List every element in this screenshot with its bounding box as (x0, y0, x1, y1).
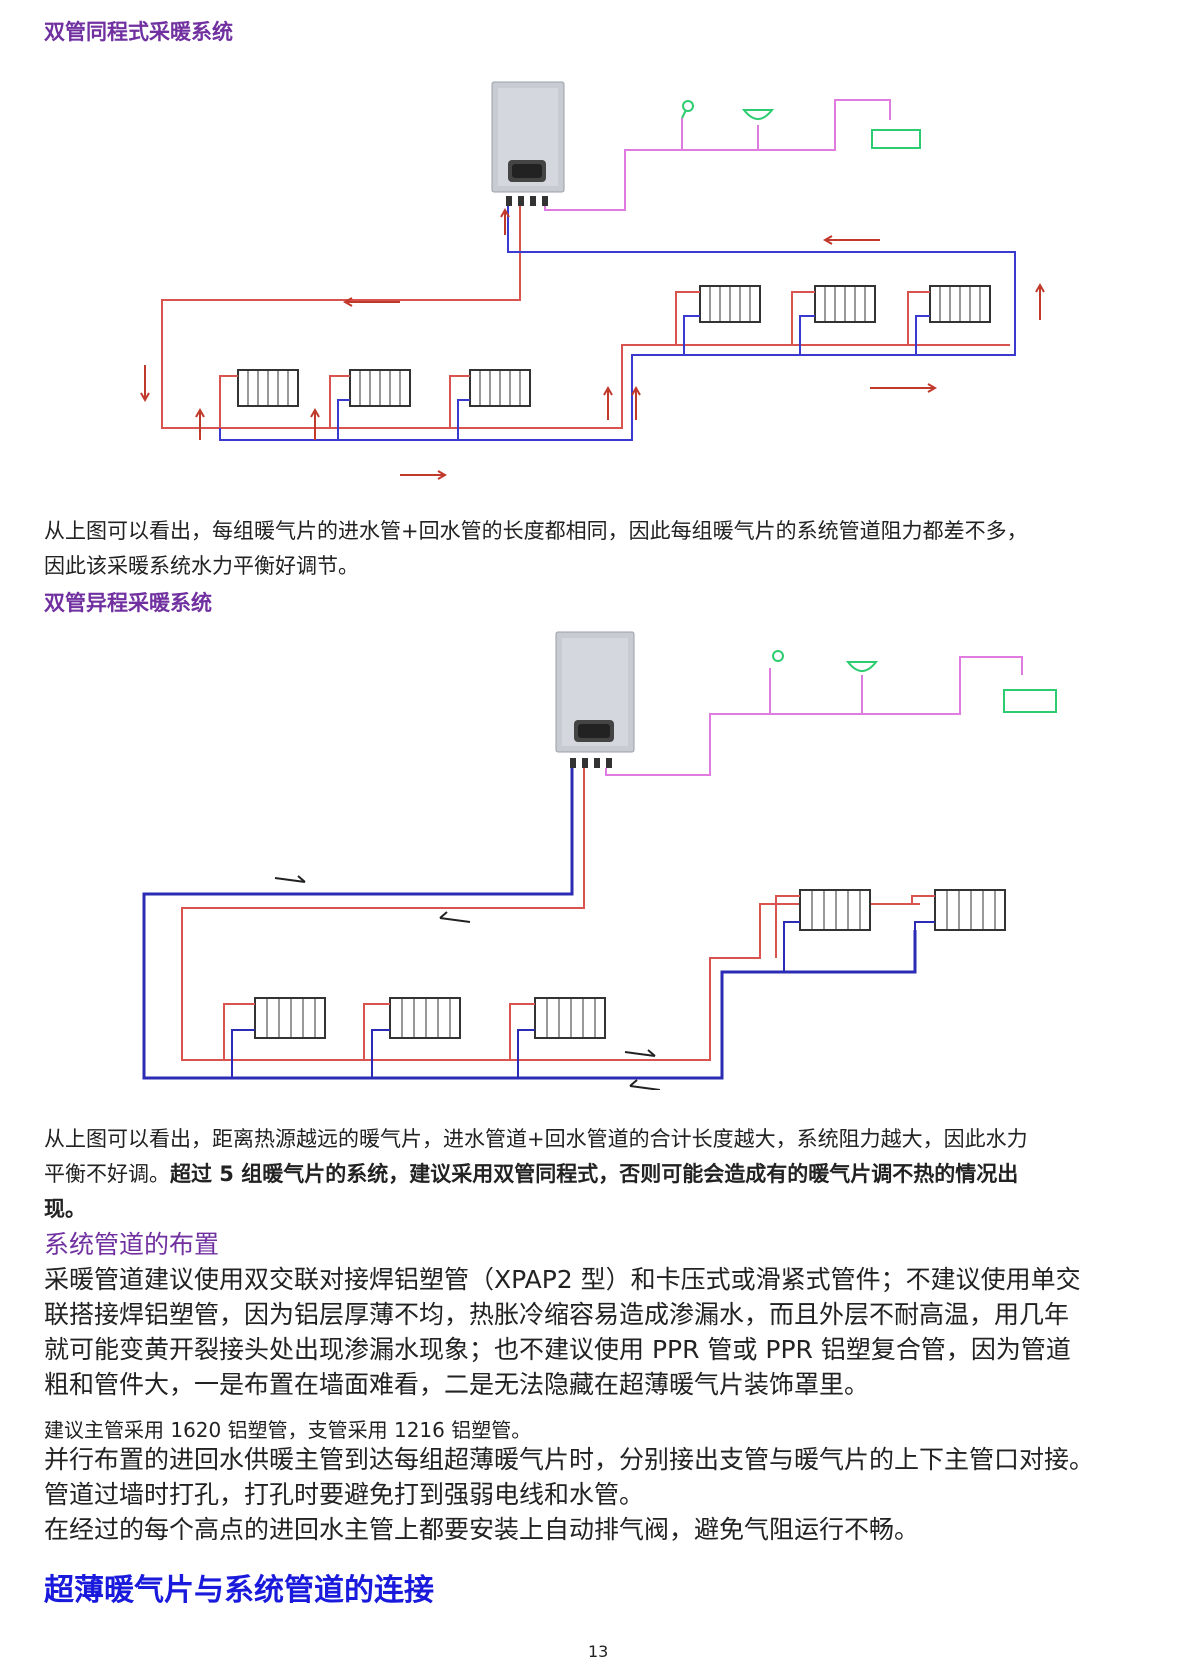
page-number: 13 (588, 1642, 609, 1661)
paragraph-pipe-installation: 并行布置的进回水供暖主管到达每组超薄暖气片时，分别接出支管与暖气片的上下主管口对… (44, 1442, 1194, 1547)
radiator-upper-1 (675, 285, 761, 355)
heading-same-path-system: 双管同程式采暖系统 (44, 20, 233, 44)
bathtub-icon (871, 129, 921, 149)
paragraph-different-path-explanation: 从上图可以看出，距离热源越远的暖气片，进水管道+回水管道的合计长度越大，系统阻力… (44, 1122, 1174, 1227)
radiator-upper-3 (907, 285, 991, 355)
domestic-water-pipe (544, 99, 891, 211)
radiator-lower-1 (219, 369, 299, 428)
paragraph-line: 粗和管件大，一是布置在墙面难看，二是无法隐藏在超薄暖气片装饰罩里。 (44, 1370, 870, 1399)
paragraph-line: 现。 (44, 1192, 1174, 1227)
paragraph-line: 就可能变黄开裂接头处出现渗漏水现象；也不建议使用 PPR 管或 PPR 铝塑复合… (44, 1335, 1071, 1364)
paragraph-line: 因此该采暖系统水力平衡好调节。 (44, 554, 359, 578)
domestic-water-pipe (605, 656, 1023, 776)
pipe-size-note: 建议主管采用 1620 铝塑管，支管采用 1216 铝塑管。 (44, 1418, 532, 1442)
diagram-different-path-heating (142, 631, 1057, 1090)
paragraph-line: 联搭接焊铝塑管，因为铝层厚薄不均，热胀冷缩容易造成渗漏水，而且外层不耐高温，用几… (44, 1300, 1070, 1329)
heading-different-path-system: 双管异程采暖系统 (44, 591, 212, 615)
radiator-lower-3 (449, 369, 531, 440)
supply-pipe-2 (181, 768, 920, 1061)
text-bold-recommendation-end: 现。 (44, 1197, 86, 1221)
paragraph-line: 采暖管道建议使用双交联对接焊铝塑管（XPAP2 型）和卡压式或滑紧式管件；不建议… (44, 1265, 1081, 1294)
radiator-upper-1 (775, 889, 871, 972)
basin-icon (741, 109, 775, 120)
boiler-unit (555, 631, 635, 753)
radiator-lower-2 (363, 997, 461, 1078)
return-pipe-1 (219, 206, 1016, 441)
radiator-lower-3 (509, 997, 606, 1078)
text-normal: 平衡不好调。 (44, 1162, 170, 1186)
flow-arrows (140, 207, 1045, 480)
boiler-valves (570, 758, 612, 768)
shower-icon (772, 650, 784, 662)
radiator-upper-2 (791, 285, 876, 355)
shower-icon (681, 100, 694, 119)
paragraph-line: 平衡不好调。超过 5 组暖气片的系统，建议采用双管同程式，否则可能会造成有的暖气… (44, 1157, 1174, 1192)
radiator-lower-1 (223, 997, 326, 1078)
section-title-pipe-layout: 系统管道的布置 (44, 1230, 220, 1259)
text-bold-recommendation: 超过 5 组暖气片的系统，建议采用双管同程式，否则可能会造成有的暖气片调不热的情… (170, 1162, 1019, 1186)
radiator-lower-2 (329, 369, 411, 440)
paragraph-pipe-material: 采暖管道建议使用双交联对接焊铝塑管（XPAP2 型）和卡压式或滑紧式管件；不建议… (44, 1262, 1184, 1402)
paragraph-line: 并行布置的进回水供暖主管到达每组超薄暖气片时，分别接出支管与暖气片的上下主管口对… (44, 1445, 1095, 1474)
paragraph-line: 从上图可以看出，每组暖气片的进水管+回水管的长度都相同，因此每组暖气片的系统管道… (44, 519, 1028, 543)
bathtub-icon (1003, 689, 1057, 713)
paragraph-line: 在经过的每个高点的进回水主管上都要安装上自动排气阀，避免气阻运行不畅。 (44, 1515, 920, 1544)
basin-icon (845, 661, 879, 672)
paragraph-same-path-explanation: 从上图可以看出，每组暖气片的进水管+回水管的长度都相同，因此每组暖气片的系统管道… (44, 514, 1174, 584)
boiler-valves (506, 196, 548, 206)
return-pipe-2 (142, 768, 917, 1080)
heading-radiator-connection: 超薄暖气片与系统管道的连接 (44, 1573, 434, 1608)
diagram-same-path-heating (140, 81, 1045, 480)
flow-arrows (274, 875, 661, 1090)
paragraph-line: 管道过墙时打孔，打孔时要避免打到强弱电线和水管。 (44, 1480, 645, 1509)
boiler-unit (491, 81, 565, 193)
supply-pipe-1 (161, 206, 1010, 429)
radiator-upper-2 (911, 889, 1006, 931)
paragraph-line: 从上图可以看出，距离热源越远的暖气片，进水管道+回水管道的合计长度越大，系统阻力… (44, 1127, 1028, 1151)
